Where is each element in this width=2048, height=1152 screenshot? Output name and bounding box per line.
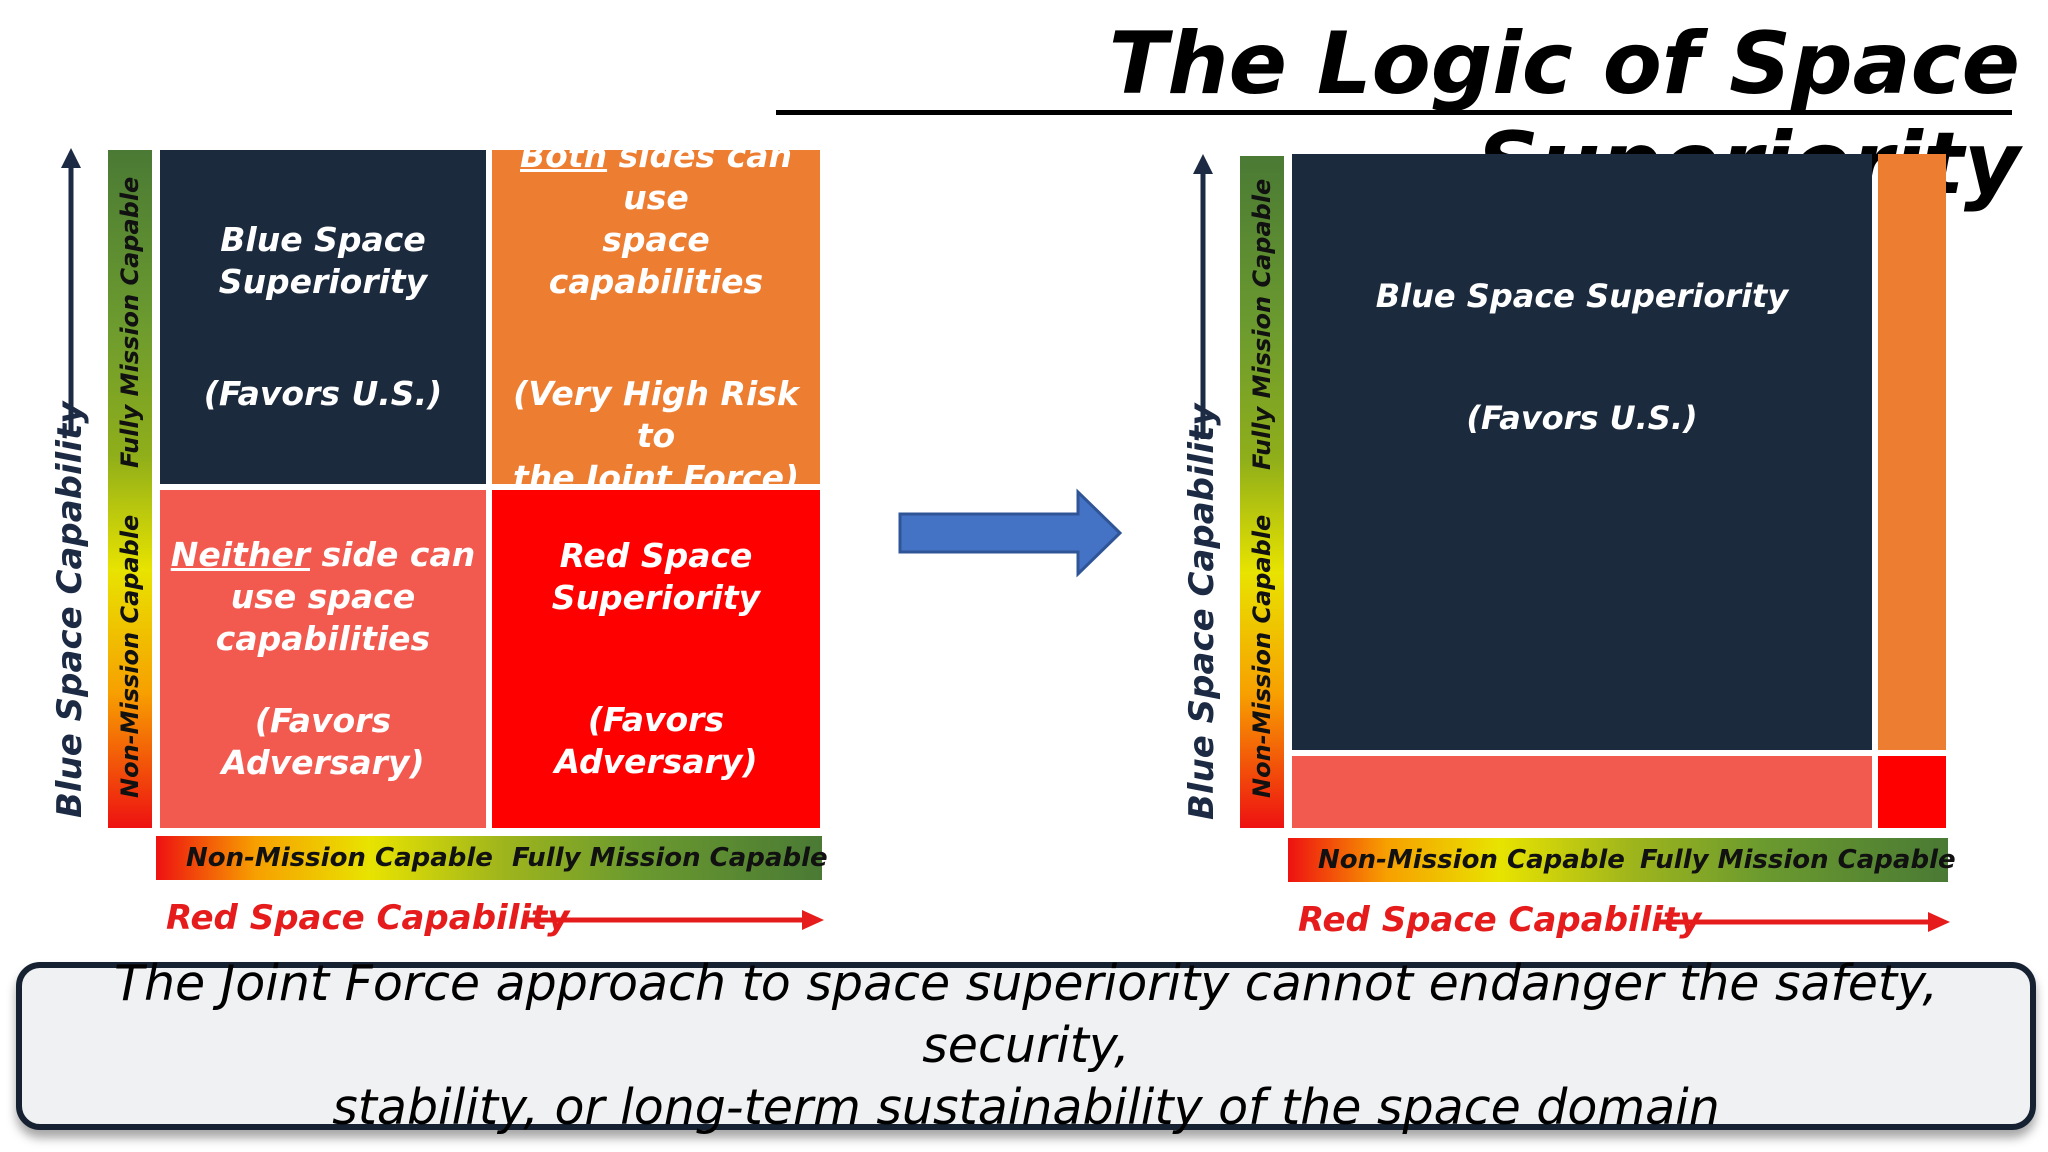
- cell-red-superiority-corner: [1878, 756, 1946, 828]
- vbar-fully-label: Fully Mission Capable: [1248, 178, 1276, 470]
- cell-text: side can: [309, 535, 476, 574]
- cell-text: sides can use: [607, 136, 792, 217]
- cell-text: Red Space: [559, 536, 753, 575]
- hbar-fully-label: Fully Mission Capable: [512, 843, 828, 873]
- cell-text: Adversary): [221, 743, 425, 782]
- cell-text: (Favors U.S.): [1466, 399, 1698, 437]
- title-underline: [776, 110, 2012, 115]
- cell-text: Adversary): [554, 742, 758, 781]
- vbar-non-label: Non-Mission Capable: [116, 514, 144, 798]
- cell-text: (Favors: [587, 700, 725, 739]
- x-axis-label: Red Space Capability: [166, 898, 570, 938]
- cell-text: Blue Space: [220, 220, 426, 259]
- cell-text: (Favors: [254, 701, 392, 740]
- y-axis-arrow: [1193, 154, 1213, 439]
- cell-both-sides: Both sides can use space capabilities (V…: [492, 136, 820, 497]
- conclusion-line: stability, or long-term sustainability o…: [332, 1079, 1720, 1136]
- red-capability-gradient-bar: [156, 836, 822, 880]
- page-title: The Logic of Space Superiority: [1108, 14, 2020, 214]
- transition-arrow-icon: [898, 488, 1123, 578]
- underlined-word: Both: [520, 136, 608, 175]
- cell-text: Blue Space Superiority: [1375, 277, 1789, 315]
- cell-text: (Very High Risk to: [513, 374, 799, 455]
- x-axis-label: Red Space Capability: [1298, 900, 1702, 940]
- cell-red-superiority: Red Space Superiority (Favors Adversary): [492, 490, 820, 828]
- cell-text: (Favors U.S.): [203, 374, 443, 413]
- blue-capability-gradient-bar: [108, 150, 152, 828]
- cell-text: Superiority: [218, 262, 428, 301]
- conclusion-line: The Joint Force approach to space superi…: [114, 955, 1938, 1074]
- cell-text: Both sides can use: [492, 135, 820, 219]
- hbar-non-label: Non-Mission Capable: [186, 843, 493, 873]
- cell-neither-side: Neither side can use space capabilities …: [160, 490, 486, 828]
- cell-text: capabilities: [215, 619, 431, 658]
- vbar-fully-label: Fully Mission Capable: [116, 176, 144, 468]
- cell-text: use space: [230, 577, 416, 616]
- x-axis-arrow: [528, 910, 824, 930]
- y-axis-arrow: [61, 148, 81, 433]
- hbar-non-label: Non-Mission Capable: [1318, 845, 1625, 875]
- cell-text: Neither side can: [171, 534, 476, 576]
- x-axis-arrow: [1656, 912, 1950, 932]
- red-capability-gradient-bar: [1288, 838, 1948, 882]
- blue-capability-gradient-bar: [1240, 156, 1284, 828]
- hbar-fully-label: Fully Mission Capable: [1640, 845, 1956, 875]
- underlined-word: Neither: [170, 535, 310, 574]
- y-axis-label: Blue Space Capability: [50, 401, 90, 818]
- vbar-non-label: Non-Mission Capable: [1248, 514, 1276, 798]
- y-axis-label: Blue Space Capability: [1182, 403, 1222, 820]
- cell-blue-superiority: Blue Space Superiority (Favors U.S.): [160, 150, 486, 484]
- cell-text: space capabilities: [548, 220, 764, 301]
- cell-text: Superiority: [551, 578, 761, 617]
- cell-blue-superiority-large: Blue Space Superiority (Favors U.S.): [1292, 154, 1872, 750]
- cell-both-sides-strip: [1878, 154, 1946, 750]
- cell-neither-side-strip: [1292, 756, 1872, 828]
- conclusion-box: The Joint Force approach to space superi…: [16, 955, 2036, 1136]
